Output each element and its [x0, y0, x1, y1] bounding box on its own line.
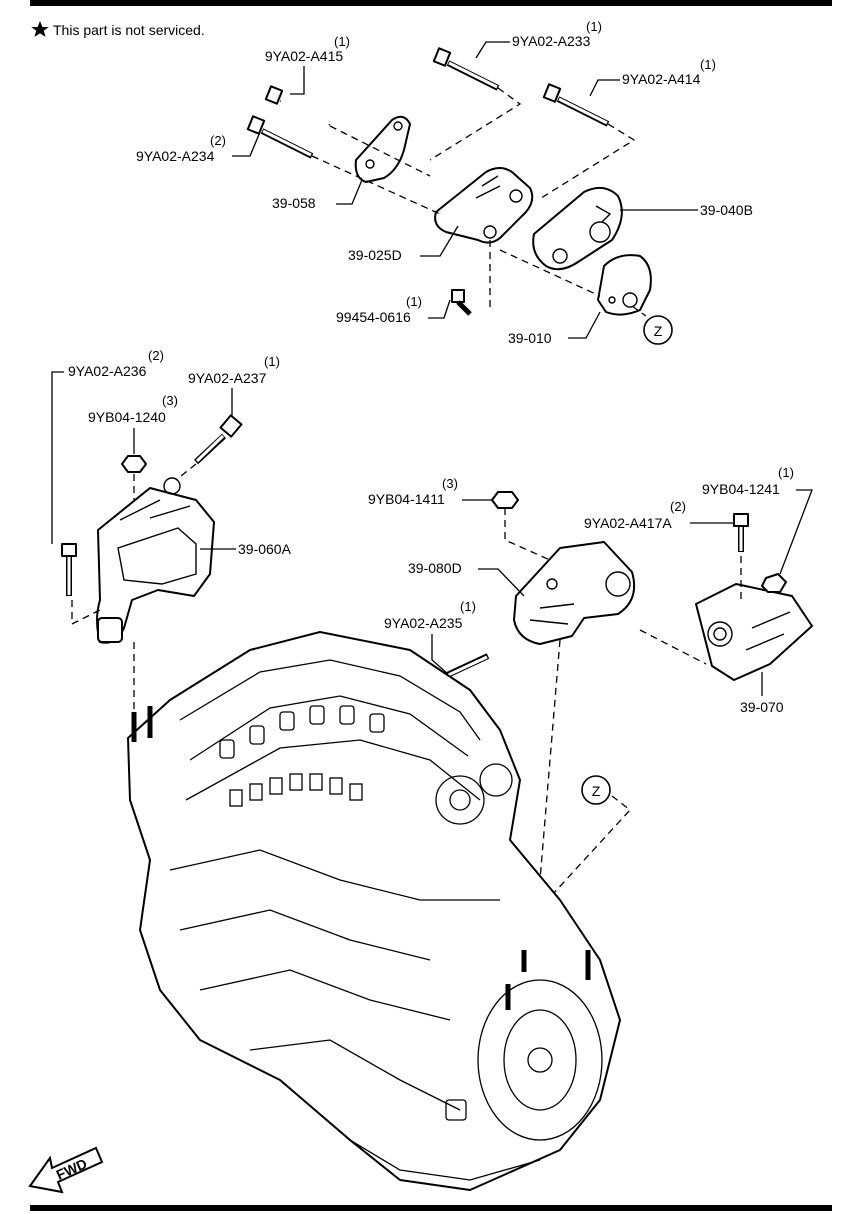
mount-39-070: [695, 583, 813, 681]
callout-a417a: (2) 9YA02-A417A: [584, 499, 734, 531]
bolt-0616-icon: [451, 289, 472, 316]
part-number-label: 9YA02-A237: [188, 370, 267, 386]
callout-0616: (1) 99454-0616: [336, 294, 451, 325]
qty-label: (1): [264, 354, 280, 369]
bracket-39-010: [597, 254, 652, 316]
callout-39-070: 39-070: [740, 672, 784, 715]
callout-39-080d: 39-080D: [408, 560, 525, 597]
callout-a235: (1) 9YA02-A235: [384, 599, 476, 675]
qty-label: (2): [148, 348, 164, 363]
top-rule: [30, 0, 832, 6]
callout-39-058: 39-058: [272, 179, 363, 211]
bolt-a233-icon: [432, 47, 500, 91]
qty-label: (1): [778, 465, 794, 480]
right-mount-assembly: [409, 491, 813, 881]
part-number-label: 39-058: [272, 195, 316, 211]
bottom-rule: [30, 1205, 832, 1211]
part-number-label: 39-070: [740, 699, 784, 715]
qty-label: (2): [210, 133, 226, 148]
part-number-label: 9YA02-A233: [512, 33, 591, 49]
part-number-label: 99454-0616: [336, 309, 411, 325]
mount-39-040b: [532, 186, 623, 271]
part-number-label: 9YA02-A417A: [584, 515, 672, 531]
part-number-label: 9YA02-A234: [136, 148, 215, 164]
bolt-a236-icon: [61, 543, 77, 596]
qty-label: (2): [670, 499, 686, 514]
callout-a414: (1) 9YA02-A414: [589, 57, 716, 97]
nut-1411-icon: [491, 491, 519, 509]
part-number-label: 9YA02-A236: [68, 363, 147, 379]
qty-label: (1): [586, 19, 602, 34]
callout-39-025d: 39-025D: [348, 225, 459, 263]
bracket-39-025d: [434, 167, 534, 244]
bolt-a237-icon: [193, 414, 243, 465]
qty-label: (3): [162, 393, 178, 408]
spark-plug-ports: [219, 705, 385, 759]
callout-39-060a: 39-060A: [200, 541, 292, 557]
engine-block-illustration: [127, 631, 621, 1191]
bolt-a417a-icon: [733, 513, 749, 552]
callout-1411: (3) 9YB04-1411: [368, 476, 492, 507]
qty-label: (1): [460, 599, 476, 614]
bolt-a415-icon: [264, 85, 331, 126]
z-marker-top: Z: [643, 315, 673, 345]
qty-label: (1): [406, 294, 422, 309]
callout-39-010: 39-010: [508, 311, 601, 346]
bracket-39-058: [354, 115, 411, 183]
note-text: This part is not serviced.: [53, 22, 205, 38]
mount-39-080d: [513, 541, 636, 645]
callout-a237: (1) 9YA02-A237: [188, 354, 280, 416]
left-mount-assembly: [61, 414, 243, 740]
part-number-label: 9YA02-A235: [384, 615, 463, 631]
part-number-label: 39-025D: [348, 247, 402, 263]
callout-1240: (3) 9YB04-1240: [88, 393, 178, 454]
exhaust-ports: [229, 773, 363, 807]
part-number-label: 9YA02-A415: [265, 48, 344, 64]
callout-a233: (1) 9YA02-A233: [475, 19, 602, 59]
part-number-label: 9YA02-A414: [622, 71, 701, 87]
bolt-a414-icon: [542, 83, 610, 127]
part-number-label: 9YB04-1240: [88, 409, 166, 425]
part-number-label: 9YB04-1411: [368, 491, 445, 507]
callout-a234: (2) 9YA02-A234: [136, 131, 261, 164]
part-number-label: 9YB04-1241: [702, 481, 780, 497]
qty-label: (3): [442, 476, 458, 491]
legend-note: This part is not serviced.: [31, 21, 205, 38]
star-icon: [31, 21, 49, 37]
callout-1241: (1) 9YB04-1241: [702, 465, 813, 575]
z-marker-label: Z: [592, 783, 601, 799]
part-number-label: 39-060A: [238, 541, 292, 557]
bolt-a234-icon: [246, 115, 314, 159]
callout-a236: (2) 9YA02-A236: [51, 348, 164, 544]
z-marker-label: Z: [654, 323, 663, 339]
part-number-label: 39-040B: [700, 202, 753, 218]
callout-39-040b: 39-040B: [620, 202, 753, 218]
qty-label: (1): [700, 57, 716, 72]
callout-a415: (1) 9YA02-A415: [265, 34, 350, 95]
nut-1241-icon: [761, 573, 787, 593]
fwd-arrow-icon: FWD: [28, 1146, 104, 1194]
part-number-label: 39-080D: [408, 560, 462, 576]
qty-label: (1): [334, 34, 350, 49]
upper-mount-assembly: Z: [246, 47, 673, 345]
nut-1240-icon: [121, 455, 147, 473]
part-number-label: 39-010: [508, 330, 552, 346]
fwd-label: FWD: [54, 1155, 90, 1183]
z-marker-mid: Z: [519, 775, 631, 931]
